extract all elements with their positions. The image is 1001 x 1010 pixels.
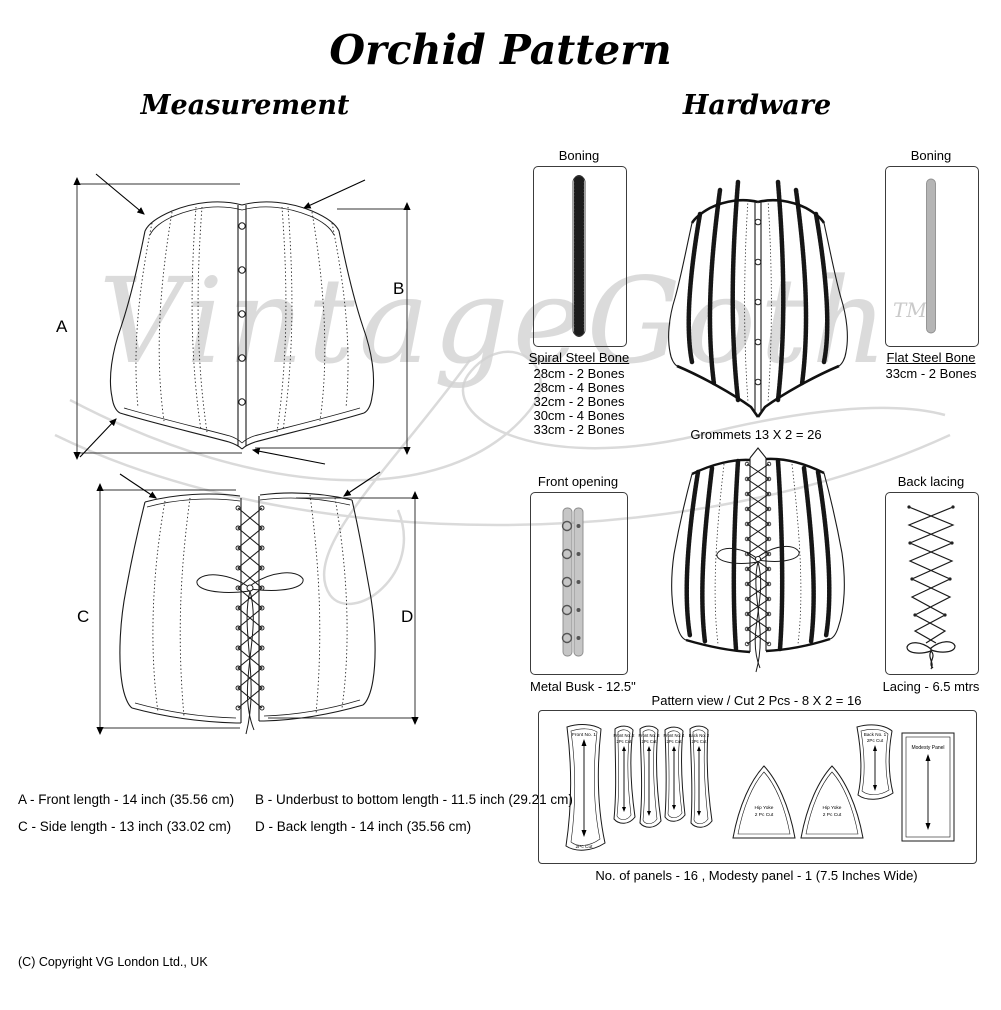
note-a: A - Front length - 14 inch (35.56 cm) — [18, 792, 235, 807]
note-c: C - Side length - 13 inch (33.02 cm) — [18, 819, 232, 834]
piece-cut-label: 2Pc Cut — [867, 738, 884, 743]
piece-cut-label: 2 Pc Cut — [755, 812, 774, 818]
busk-box — [530, 492, 628, 675]
corset-front-hardware-illustration — [668, 179, 848, 418]
label-b: B — [393, 279, 404, 298]
piece-label: Back No. 1 — [864, 732, 887, 737]
piece-label: Back No. 2 — [689, 733, 710, 738]
piece-cut-label: 2 Pc Cut — [823, 812, 842, 818]
flat-bone-quantity: 33cm - 2 Bones — [885, 366, 977, 381]
note-d: D - Back length - 14 inch (35.56 cm) — [255, 819, 472, 834]
note-b: B - Underbust to bottom length - 11.5 in… — [255, 792, 573, 807]
pattern-box: Front No. 1 2Pc Cut Front No. 2 2Pc Cut … — [538, 710, 977, 864]
pattern-heading: Pattern view / Cut 2 Pcs - 8 X 2 = 16 — [651, 693, 862, 708]
piece-label: Hip Yoke — [755, 805, 774, 811]
back-lacing-icon — [906, 505, 956, 670]
spiral-bone-item: 33cm - 2 Bones — [533, 422, 625, 437]
measurement-heading: Measurement — [140, 90, 350, 121]
piece-cut-label: 2Pc Cut — [667, 739, 683, 744]
label-c: C — [77, 607, 89, 626]
busk-box-label: Front opening — [537, 474, 619, 489]
spiral-bone-item: 30cm - 4 Bones — [533, 408, 625, 423]
watermark-text: VintageGoth — [98, 252, 892, 390]
label-d: D — [401, 607, 413, 626]
flat-bone-box-label: Boning — [910, 148, 952, 163]
metal-busk-icon — [561, 507, 584, 657]
spiral-bone-box — [533, 166, 627, 347]
watermark-tm: TM — [893, 298, 927, 322]
piece-label: Front No. 1 — [572, 732, 596, 738]
piece-label: Hip Yoke — [823, 805, 842, 811]
corset-back-hardware-illustration — [671, 447, 845, 673]
hardware-heading: Hardware — [682, 90, 832, 121]
grommets-note: Grommets 13 X 2 = 26 — [690, 427, 822, 442]
flat-bone-name: Flat Steel Bone — [886, 350, 976, 365]
spiral-bone-name: Spiral Steel Bone — [528, 350, 630, 365]
copyright-note: (C) Copyright VG London Ltd., UK — [18, 955, 208, 969]
spiral-bone-item: 28cm - 2 Bones — [533, 366, 625, 381]
label-a: A — [56, 317, 68, 336]
piece-label: Front No. 2 — [614, 733, 636, 738]
piece-cut-label: 2Pc Cut — [575, 844, 593, 850]
spiral-steel-bone-icon — [572, 175, 586, 337]
pattern-pieces-illustration: Front No. 1 2Pc Cut Front No. 2 2Pc Cut … — [565, 724, 955, 851]
busk-caption: Metal Busk - 12.5" — [530, 679, 636, 694]
spiral-bone-item: 28cm - 4 Bones — [533, 380, 625, 395]
spiral-bone-item: 32cm - 2 Bones — [533, 394, 625, 409]
piece-cut-label: 2Pc Cut — [692, 739, 708, 744]
lacing-caption: Lacing - 6.5 mtrs — [882, 679, 980, 694]
corset-back-measurement-illustration: C D — [77, 471, 419, 735]
corset-front-measurement-illustration: A B — [56, 173, 411, 465]
lacing-box — [885, 492, 979, 675]
page-title: Orchid Pattern — [329, 26, 672, 74]
piece-label: Front No. 3 — [639, 733, 661, 738]
piece-label: Modesty Panel — [911, 745, 944, 751]
watermark-swirl — [54, 350, 951, 606]
pattern-footer: No. of panels - 16 , Modesty panel - 1 (… — [595, 868, 918, 883]
flat-bone-box — [885, 166, 979, 347]
spiral-bone-box-label: Boning — [558, 148, 600, 163]
piece-cut-label: 2Pc Cut — [642, 739, 658, 744]
flat-steel-bone-icon — [926, 178, 936, 334]
piece-cut-label: 2Pc Cut — [617, 739, 633, 744]
lacing-box-label: Back lacing — [897, 474, 965, 489]
piece-label: Front No. 4 — [664, 733, 686, 738]
